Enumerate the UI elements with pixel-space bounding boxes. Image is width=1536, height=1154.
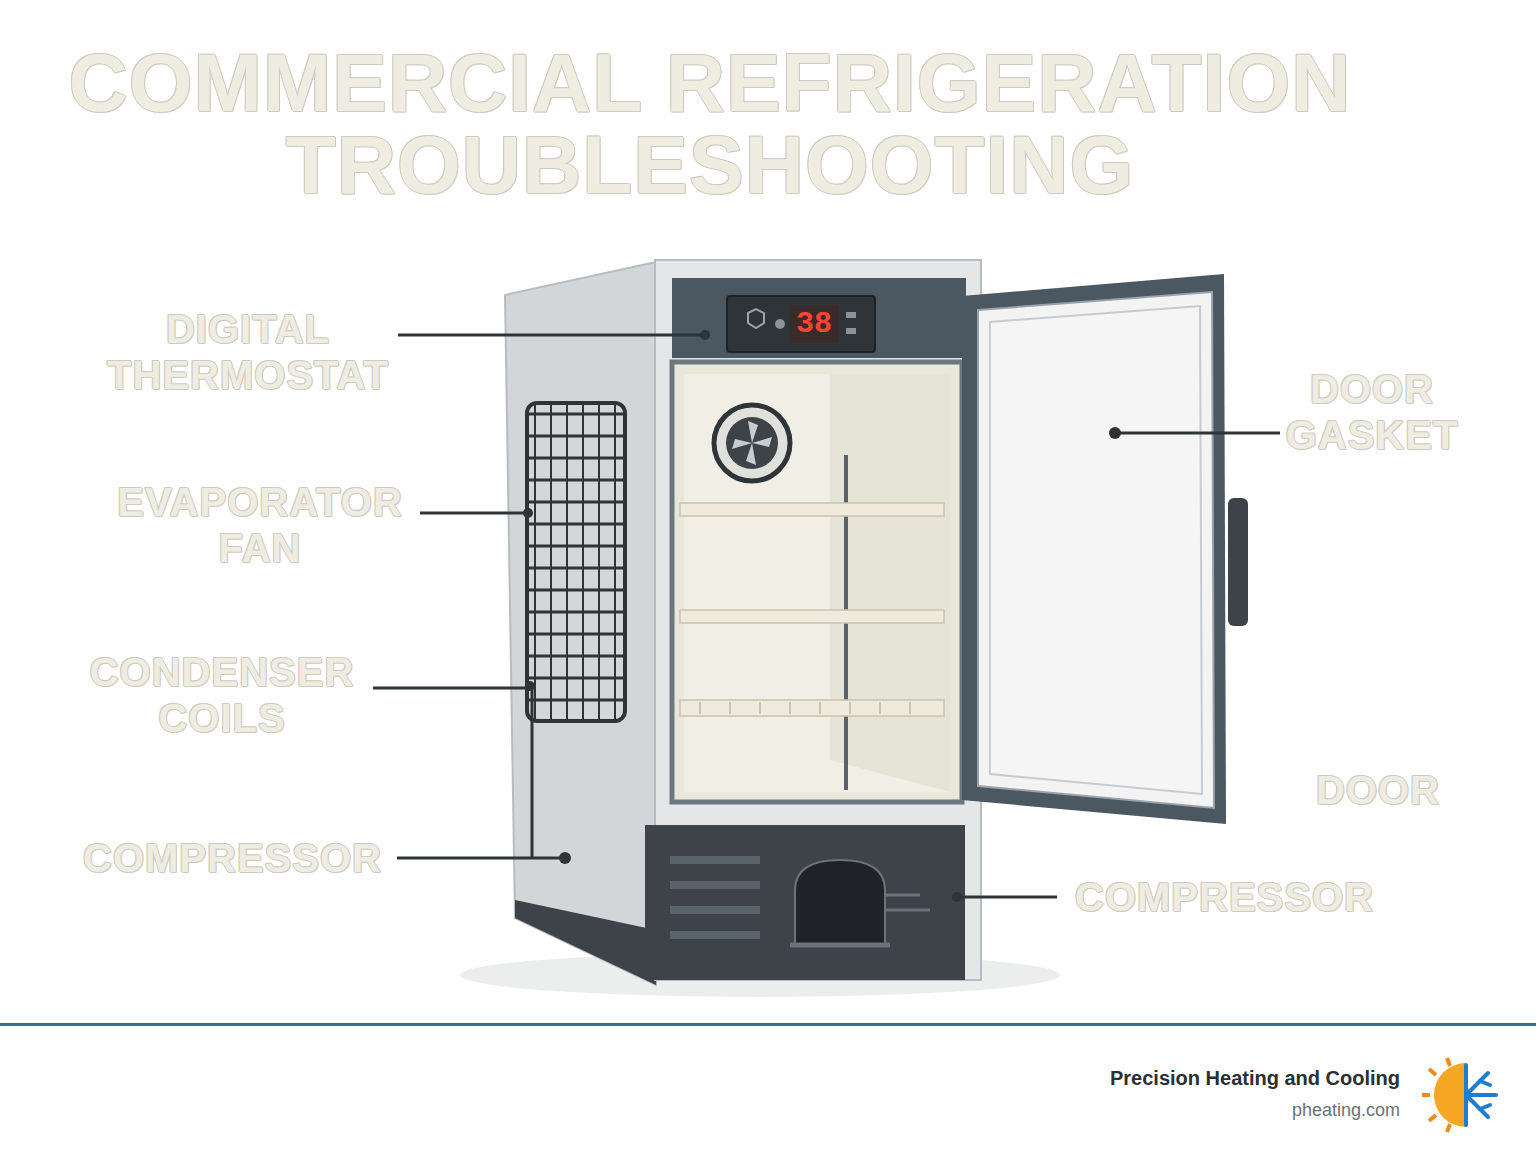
- leader-lines: [373, 330, 1280, 902]
- compressor: [795, 860, 885, 945]
- brand-logo: [1422, 1058, 1496, 1132]
- fan-hub: [726, 417, 778, 469]
- interior-opening: [672, 362, 962, 802]
- vent-louvers: [670, 860, 760, 935]
- control-panel: [672, 278, 966, 358]
- part-label: DOOR: [1316, 767, 1440, 813]
- part-label: DOOR GASKET: [1272, 366, 1472, 458]
- brand-name: Precision Heating and Cooling: [1110, 1067, 1400, 1090]
- part-label: DIGITAL THERMOSTAT: [103, 306, 393, 398]
- part-label: COMPRESSOR: [1075, 874, 1374, 920]
- thermostat-button: [846, 312, 856, 318]
- fan-blades: [732, 421, 772, 465]
- cabinet-side: [505, 262, 656, 985]
- door-gasket: [978, 292, 1214, 808]
- part-label: COMPRESSOR: [83, 835, 382, 881]
- part-label: CONDENSER COILS: [87, 649, 357, 741]
- title: COMMERCIAL REFRIGERATION TROUBLESHOOTING: [60, 42, 1360, 206]
- interior-side: [830, 374, 950, 792]
- condenser-coils: [527, 403, 625, 721]
- thermostat-icon: [748, 309, 764, 328]
- footer-rule: [0, 1023, 1536, 1026]
- thermostat-reading: 38: [796, 307, 832, 342]
- compressor-compartment: [645, 825, 965, 980]
- display-window: [790, 305, 838, 343]
- wire-shelf: [680, 700, 944, 716]
- thermostat-button: [846, 328, 856, 334]
- compressor-pipes: [885, 895, 930, 910]
- part-label: EVAPORATOR FAN: [115, 479, 405, 571]
- shelf: [680, 503, 944, 516]
- brand-url: pheating.com: [1292, 1100, 1400, 1121]
- door: [962, 274, 1226, 824]
- door-handle: [1228, 498, 1248, 626]
- door-glass: [990, 306, 1202, 794]
- cabinet-base: [515, 900, 656, 985]
- thermostat-display: [727, 296, 875, 352]
- wire-shelf-bars: [700, 702, 910, 714]
- evaporator-fan: [714, 405, 790, 481]
- interior-back: [684, 374, 950, 792]
- thermostat-button: [775, 319, 785, 329]
- shelf: [680, 610, 944, 623]
- compressor-base: [790, 943, 890, 948]
